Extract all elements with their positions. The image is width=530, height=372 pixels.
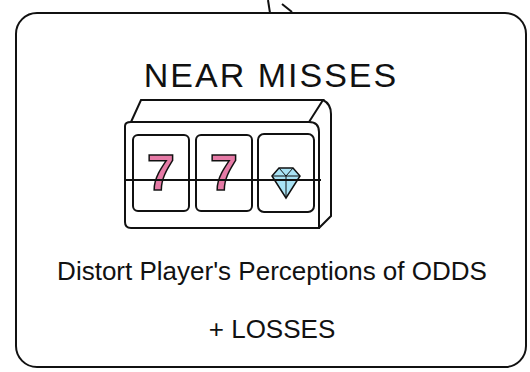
stub-line (282, 4, 292, 12)
slot-reel (258, 134, 314, 212)
slot-reel: 7 (132, 134, 190, 212)
payline (125, 179, 321, 181)
diamond-symbol (272, 168, 300, 198)
machine-top (131, 100, 323, 122)
box-body: Distort Player's Perceptions of ODDS + L… (52, 242, 492, 358)
slot-reel: 7 (195, 134, 253, 212)
machine-side (319, 100, 331, 228)
diamond-facets (272, 168, 300, 198)
machine-front (125, 122, 319, 228)
concept-box: 77 NEAR MISSES Distort Player's Perception… (15, 12, 527, 368)
box-title: NEAR MISSES (17, 56, 525, 95)
reel-symbol: 7 (147, 148, 175, 198)
reel-symbol: 7 (210, 148, 238, 198)
